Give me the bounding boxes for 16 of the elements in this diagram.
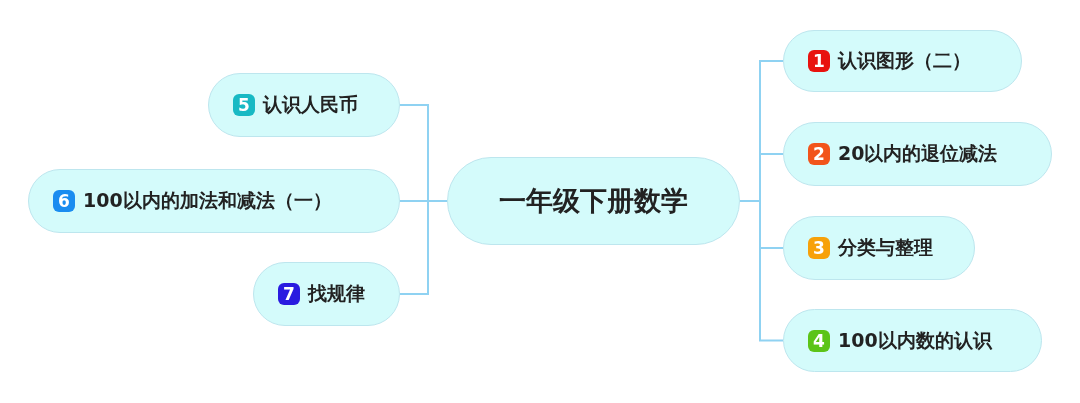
number-badge: 1 xyxy=(808,50,830,72)
number-badge: 6 xyxy=(53,190,75,212)
topic-text: 认识人民币 xyxy=(263,92,358,117)
number-badge: 4 xyxy=(808,329,830,352)
central-topic-text: 一年级下册数学 xyxy=(499,184,688,218)
topic-text: 找规律 xyxy=(308,281,365,306)
number-badge: 5 xyxy=(233,94,255,116)
topic-text: 分类与整理 xyxy=(838,235,933,260)
number-badge: 3 xyxy=(808,237,830,259)
topic-text: 20以内的退位减法 xyxy=(838,141,998,166)
number-badge: 7 xyxy=(278,283,300,305)
number-badge: 2 xyxy=(808,143,830,165)
topic-text: 100以内数的认识 xyxy=(838,327,992,353)
topic-text: 100以内的加法和减法（一） xyxy=(83,188,332,213)
connector-line xyxy=(399,200,448,295)
topic-text: 认识图形（二） xyxy=(838,48,971,73)
